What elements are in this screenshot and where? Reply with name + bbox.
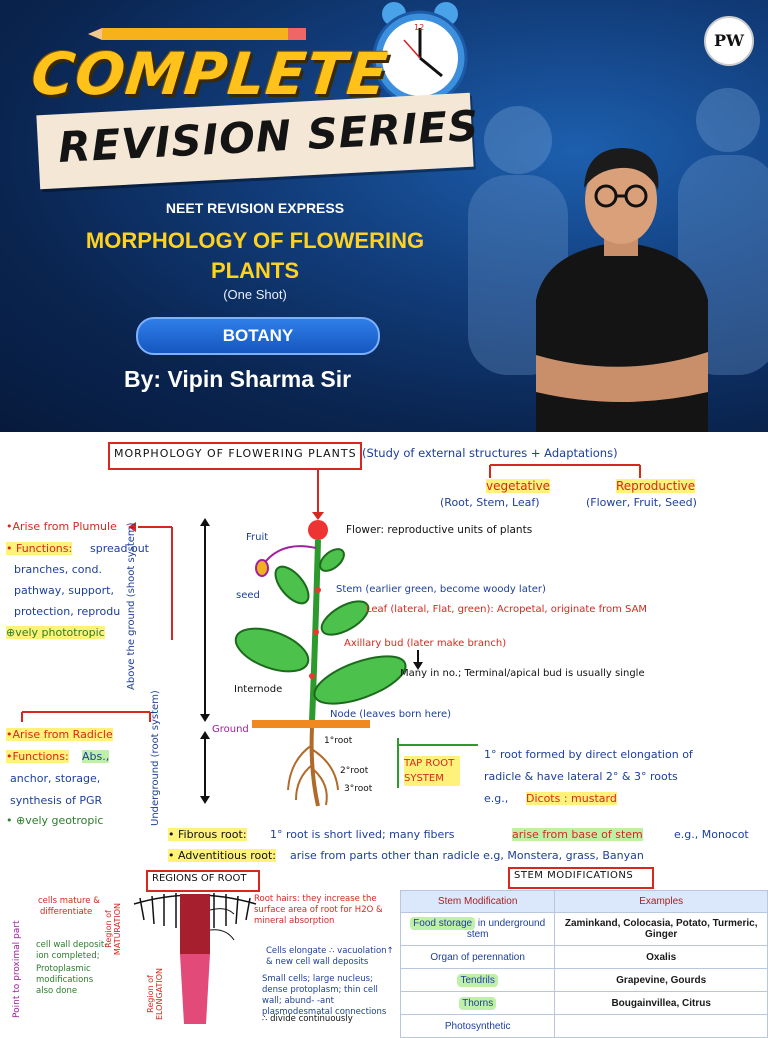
- elongation-note: Cells elongate ∴ vacuolation↑ & new cell…: [266, 946, 394, 967]
- table-header: Examples: [554, 890, 768, 913]
- fibrous-root-example: e.g., Monocot: [674, 828, 749, 841]
- mod-example: Zaminkand, Colocasia, Potato, Turmeric, …: [554, 912, 768, 946]
- table-row: Tendrils Grapevine, Gourds: [399, 968, 768, 992]
- table-row: Thorns Bougainvillea, Citrus: [399, 991, 768, 1015]
- seed-label: seed: [236, 590, 260, 601]
- heading-box: [108, 442, 362, 470]
- mod-example: Bougainvillea, Citrus: [554, 991, 768, 1015]
- subject-badge: BOTANY: [136, 317, 380, 355]
- proximal-axis-label: Point to proximal part: [12, 920, 22, 1018]
- teacher-byline: By: Vipin Sharma Sir: [124, 366, 352, 392]
- series-name: NEET REVISION EXPRESS: [165, 200, 345, 216]
- wall-note-2: ion completed;: [36, 951, 100, 961]
- root-functions-3: synthesis of PGR: [10, 794, 103, 807]
- tertiary-root-label: 3°root: [344, 784, 373, 794]
- adventitious-root-text: arise from parts other than radicle e.g,…: [290, 849, 644, 862]
- internode-label: Internode: [234, 684, 283, 695]
- node-label: Node (leaves born here): [330, 709, 452, 720]
- flower-label: Flower: reproductive units of plants: [346, 524, 533, 536]
- table-row: Organ of perennation Oxalis: [399, 945, 768, 969]
- meristem-note: Small cells; large nucleus; dense protop…: [262, 974, 387, 1017]
- adventitious-root-label: • Adventitious root:: [168, 849, 276, 862]
- svg-text:12: 12: [414, 23, 424, 32]
- shoot-functions-1: spread out: [90, 542, 149, 555]
- notes-heading: MORPHOLOGY OF FLOWERING PLANTS: [114, 447, 357, 460]
- regions-title-box: [146, 870, 260, 892]
- tap-root-line-1: 1° root formed by direct elongation of: [484, 748, 693, 761]
- mod-example: [554, 1014, 768, 1038]
- format-label: (One Shot): [223, 287, 287, 302]
- pw-logo: PW: [704, 16, 754, 66]
- stem-modifications-table: Stem Modification Examples Food storage …: [399, 890, 768, 1038]
- wall-note-4: modifications: [36, 975, 94, 985]
- tap-root-line-2: radicle & have lateral 2° & 3° roots: [484, 770, 678, 783]
- maturation-note-1: cells mature &: [38, 896, 100, 906]
- wall-note-3: Protoplasmic: [36, 964, 91, 974]
- fibrous-root-text: 1° root is short lived; many fibers: [270, 828, 455, 841]
- mod-highlight: Tendrils: [457, 973, 498, 987]
- mod-highlight: Thorns: [459, 996, 497, 1010]
- shoot-functions-label: • Functions:: [6, 542, 73, 555]
- root-tropism: • ⊕vely geotropic: [6, 814, 104, 827]
- stem-label: Stem (earlier green, become woody later): [336, 584, 546, 595]
- wall-note-1: cell wall deposit-: [36, 940, 108, 950]
- stem-modifications-title: STEM MODIFICATIONS: [514, 870, 634, 881]
- tap-root-example-prefix: e.g.,: [484, 792, 509, 805]
- primary-root-label: 1°root: [324, 736, 353, 746]
- mod-text: Photosynthetic: [444, 1020, 511, 1032]
- reproductive-label: Reproductive: [616, 479, 696, 493]
- root-functions-label: •Functions:: [6, 750, 69, 763]
- table-header: Stem Modification: [399, 890, 556, 913]
- regions-of-root-title: REGIONS OF ROOT: [152, 873, 247, 884]
- topic-title: MORPHOLOGY OF FLOWERING PLANTS: [85, 228, 425, 283]
- shoot-functions-3: pathway, support,: [14, 584, 114, 597]
- fibrous-root-label: • Fibrous root:: [168, 828, 247, 841]
- thumbnail-banner: 12 COMPLETE REVISION SERIES NEET REVISIO…: [0, 0, 768, 432]
- mod-text: in underground stem: [466, 918, 546, 940]
- root-functions-1: Abs.,: [82, 750, 110, 763]
- shoot-functions-2: branches, cond.: [14, 563, 102, 576]
- shoot-system-label: Above the ground (shoot system): [126, 522, 137, 690]
- pencil-icon: [88, 28, 306, 40]
- ground-label: Ground: [212, 724, 249, 735]
- root-arise: •Arise from Radicle: [6, 728, 113, 741]
- table-header-row: Stem Modification Examples: [399, 890, 768, 913]
- leaf-label: Leaf (lateral, Flat, green): Acropetal, …: [366, 604, 648, 615]
- fruit-label: Fruit: [246, 532, 269, 543]
- maturation-note-2: differentiate: [40, 907, 93, 917]
- reproductive-parts: (Flower, Fruit, Seed): [586, 496, 697, 509]
- shoot-tropism: ⊕vely phototropic: [6, 626, 105, 639]
- root-hairs-note: Root hairs: they increase the surface ar…: [254, 894, 383, 926]
- vegetative-label: vegetative: [486, 479, 551, 493]
- shoot-functions-4: protection, reprodu: [14, 605, 121, 618]
- table-row: Photosynthetic: [399, 1014, 768, 1038]
- tap-root-label: TAP ROOT SYSTEM: [404, 756, 460, 786]
- teacher-portrait: [536, 148, 708, 432]
- notes-heading-note: (Study of external structures + Adaptati…: [362, 446, 618, 460]
- root-functions-2: anchor, storage,: [10, 772, 101, 785]
- vegetative-parts: (Root, Stem, Leaf): [440, 496, 540, 509]
- mod-highlight: Food storage: [410, 917, 476, 930]
- region-maturation-label: Region of MATURATION: [104, 902, 122, 956]
- mod-example: Grapevine, Gourds: [554, 968, 768, 992]
- table-row: Food storage in underground stem Zaminka…: [399, 912, 768, 946]
- stem-mod-title-box: [508, 867, 654, 889]
- wall-note-5: also done: [36, 986, 78, 996]
- shoot-arise: •Arise from Plumule: [6, 520, 117, 533]
- axillary-bud-note: Many in no.; Terminal/apical bud is usua…: [400, 668, 645, 679]
- secondary-root-label: 2°root: [340, 766, 369, 776]
- mod-text: Organ of perennation: [430, 951, 525, 963]
- axillary-bud-label: Axillary bud (later make branch): [344, 638, 507, 649]
- mod-example: Oxalis: [554, 945, 768, 969]
- tap-root-example: Dicots : mustard: [526, 792, 617, 805]
- divide-note: ∴ divide continuously: [262, 1014, 353, 1024]
- fibrous-root-highlight: arise from base of stem: [512, 828, 643, 841]
- root-regions-drawing: [133, 893, 257, 1024]
- root-system-label: Underground (root system): [150, 690, 161, 826]
- alarm-clock-icon: 12: [372, 2, 468, 106]
- pw-logo-text: PW: [714, 31, 744, 50]
